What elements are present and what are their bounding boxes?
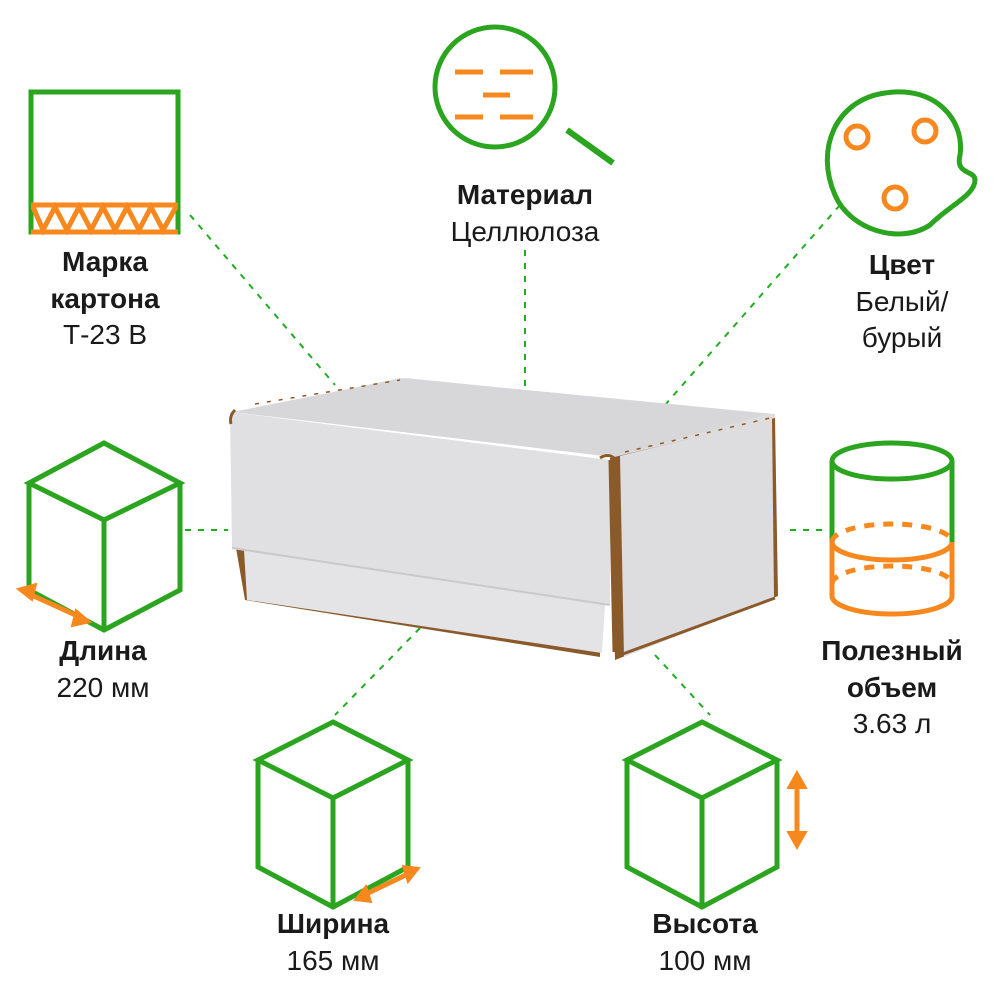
- connector-height: [654, 654, 711, 716]
- spec-length: Длина 220 мм: [0, 633, 223, 706]
- spec-material: Материал Целлюлоза: [405, 177, 645, 250]
- palette-icon: [824, 89, 978, 237]
- connector-grade: [189, 214, 336, 386]
- spec-volume-title-2: объем: [846, 671, 938, 703]
- connector-lines: [185, 204, 841, 716]
- spec-material-value: Целлюлоза: [450, 215, 600, 247]
- cylinder-volume-icon: [829, 440, 955, 617]
- magnifier-icon: [432, 24, 615, 166]
- spec-grade: Марка картона Т-23 В: [0, 244, 225, 354]
- spec-material-title: Материал: [456, 179, 594, 210]
- spec-height-value: 100 мм: [658, 944, 752, 976]
- spec-volume-value: 3.63 л: [852, 708, 932, 739]
- spec-grade-title-1: Марка: [62, 246, 148, 277]
- cube-length-icon: [15, 440, 186, 633]
- box-illustration: [229, 378, 778, 660]
- spec-color-title: Цвет: [868, 249, 936, 280]
- spec-color: Цвет Белый/ бурый: [782, 247, 1000, 357]
- cube-width-icon: [252, 719, 421, 910]
- spec-width-value: 165 мм: [286, 944, 380, 976]
- spec-height: Высота 100 мм: [585, 906, 825, 979]
- spec-length-value: 220 мм: [56, 671, 150, 703]
- spec-height-title: Высота: [652, 908, 758, 939]
- connector-color: [664, 204, 841, 406]
- spec-grade-title-2: картона: [50, 282, 160, 314]
- cube-height-icon: [621, 719, 808, 910]
- spec-color-value-2: бурый: [861, 322, 943, 353]
- spec-length-title: Длина: [59, 635, 147, 666]
- spec-width: Ширина 165 мм: [213, 906, 453, 979]
- connector-width: [334, 627, 421, 716]
- corrugated-cardboard-icon: [28, 89, 181, 236]
- spec-width-title: Ширина: [276, 908, 390, 939]
- spec-volume-title-1: Полезный: [821, 635, 963, 666]
- spec-volume: Полезный объем 3.63 л: [772, 633, 1000, 743]
- spec-grade-value: Т-23 В: [62, 319, 148, 350]
- spec-color-value-1: Белый/: [855, 285, 949, 317]
